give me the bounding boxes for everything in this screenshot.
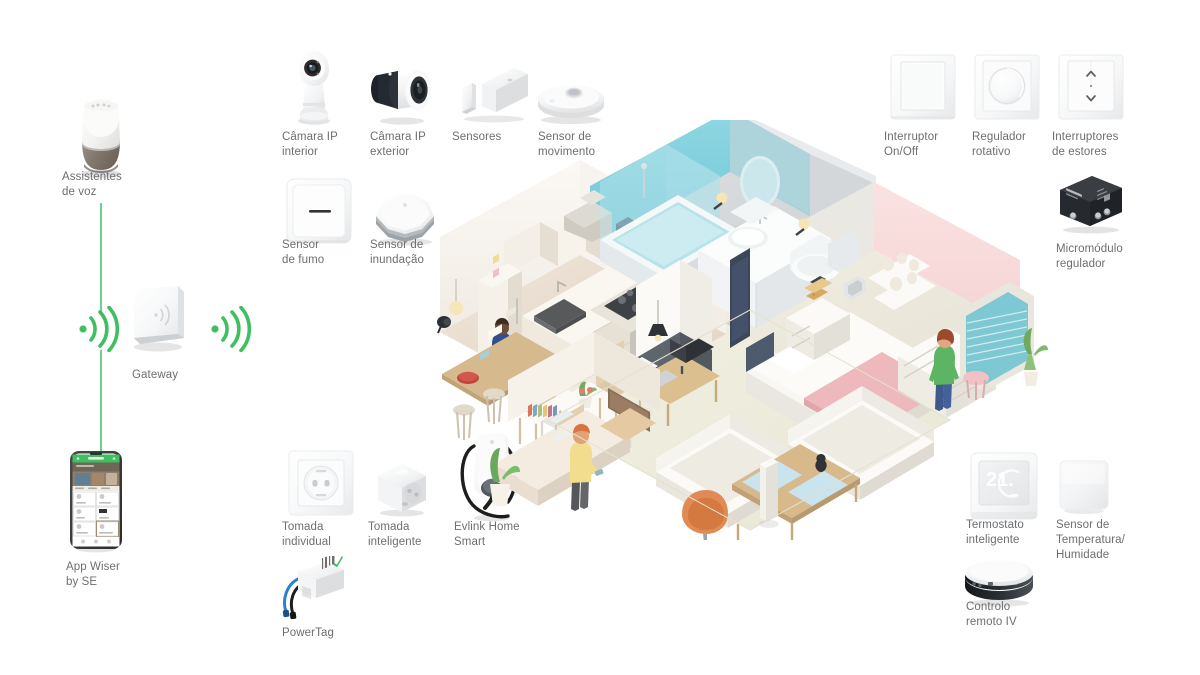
shutter-switch-icon — [1056, 52, 1126, 124]
smart-thermostat-icon: 21. — [968, 450, 1040, 522]
device-label-temp-humidity-sensor: Sensor de Temperatura/ Humidade — [1056, 519, 1125, 561]
powertag-icon — [276, 552, 350, 622]
ir-remote-icon: Wiser — [960, 560, 1038, 608]
device-label-ev-charger: Evlink Home Smart — [454, 521, 520, 548]
dimmer-micromodule-icon — [1052, 172, 1130, 236]
onoff-switch-icon — [888, 52, 958, 124]
link-line-gateway-to-app — [100, 350, 102, 455]
isometric-cutaway-house — [430, 28, 1070, 563]
remote-brand-text: Wiser — [1004, 581, 1018, 587]
device-label-powertag: PowerTag — [282, 627, 334, 639]
door-window-sensor-icon — [452, 62, 534, 124]
indoor-ip-camera-icon — [286, 48, 342, 126]
device-label-rotary-dimmer: Regulador rotativo — [972, 131, 1026, 158]
smoke-sensor-icon — [282, 174, 358, 250]
device-label-micromodule: Micromódulo regulador — [1056, 243, 1123, 270]
smart-speaker-icon — [74, 96, 128, 178]
device-label-onoff-switch: Interruptor On/Off — [884, 131, 939, 158]
wifi-signal-icon — [76, 305, 124, 357]
wifi-signal-icon — [208, 305, 256, 357]
voice-assistant-label: Assistentes de voz — [62, 171, 122, 198]
device-label-thermostat: Termostato inteligente — [966, 519, 1024, 546]
smartphone-icon — [66, 450, 126, 554]
device-label-shutter-switch: Interruptores de estores — [1052, 131, 1119, 158]
device-label-outdoor-camera: Câmara IP exterior — [370, 131, 426, 158]
wall-socket-icon — [286, 448, 356, 518]
device-label-wall-socket: Tomada individual — [282, 521, 331, 548]
motion-sensor-icon — [534, 72, 608, 126]
flood-sensor-icon — [370, 188, 440, 248]
device-label-sensors: Sensores — [452, 131, 502, 143]
gateway-label: Gateway — [132, 369, 179, 381]
outdoor-ip-camera-icon — [366, 62, 436, 126]
device-label-motion-sensor: Sensor de movimento — [538, 131, 596, 158]
app-wiser-label: App Wiser by SE — [66, 561, 120, 588]
rotary-dimmer-icon — [972, 52, 1042, 124]
device-label-ir-remote: Controlo remoto IV — [966, 601, 1017, 628]
device-label-flood-sensor: Sensor de inundação — [370, 239, 424, 266]
link-line-voice-to-gateway — [100, 203, 102, 313]
device-label-indoor-camera: Câmara IP interior — [282, 131, 338, 158]
temp-humidity-sensor-icon — [1056, 458, 1112, 516]
smart-plug-icon — [372, 458, 432, 518]
device-label-smart-plug: Tomada inteligente — [368, 521, 422, 548]
device-label-smoke-sensor: Sensor de fumo — [282, 239, 325, 266]
gateway-icon — [126, 282, 190, 354]
